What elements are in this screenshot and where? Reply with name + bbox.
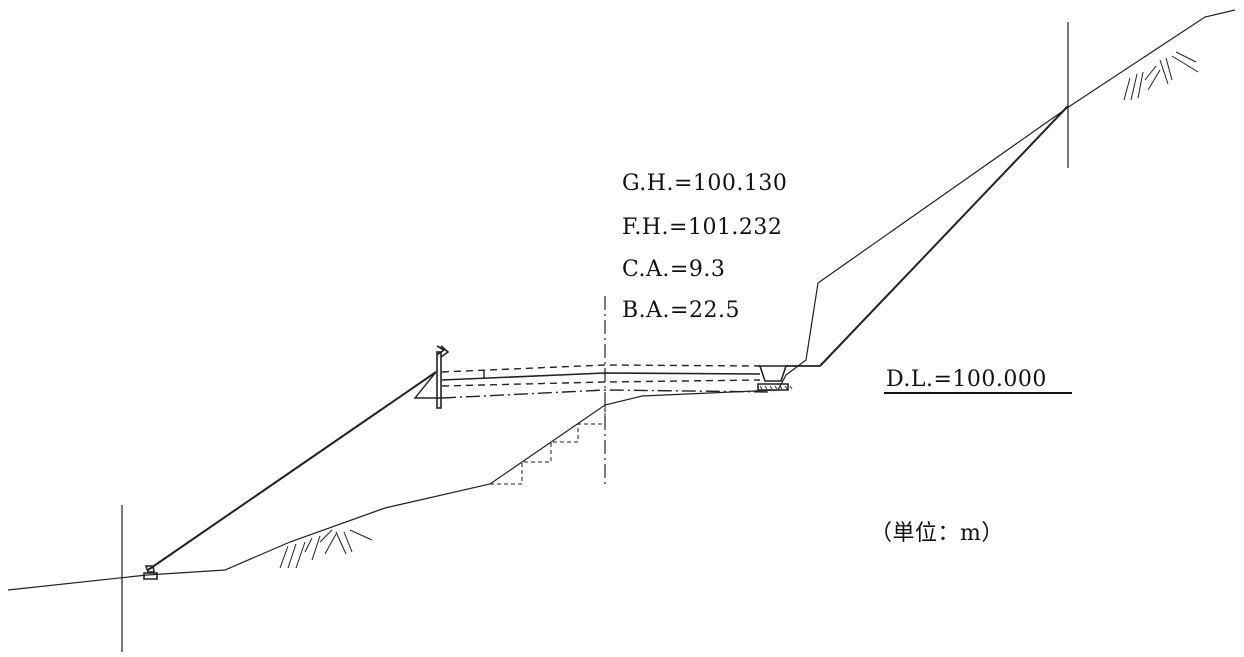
toe-retaining-block [143,565,158,580]
cut-area-label: C.A.=9.3 [622,257,726,282]
ground-height-label: G.H.=100.130 [622,171,788,196]
subgrade-wedge [413,371,442,399]
subgrade-dashdot [441,389,773,399]
fill-slope-line [147,371,437,571]
cut-slope-line [819,105,1069,367]
datum-level-label: D.L.=100.000 [886,367,1047,392]
ground-hatching-bottom [279,529,373,569]
bank-area-label: B.A.=22.5 [622,298,740,323]
unit-label: （単位：m） [870,521,1004,546]
base-course-dashed [441,379,761,387]
formation-height-label: F.H.=101.232 [622,215,783,240]
pavement-top-dashed [441,364,761,373]
guardrail-rail-icon [436,345,450,358]
side-ditch [757,365,789,391]
pavement-surface [441,372,761,381]
guardrail-post [436,351,442,409]
datum-level-underline [884,392,1072,394]
ground-hatching-top [1123,51,1199,101]
ditch-gravel-hatch [759,385,793,390]
original-ground-line [7,9,1236,591]
